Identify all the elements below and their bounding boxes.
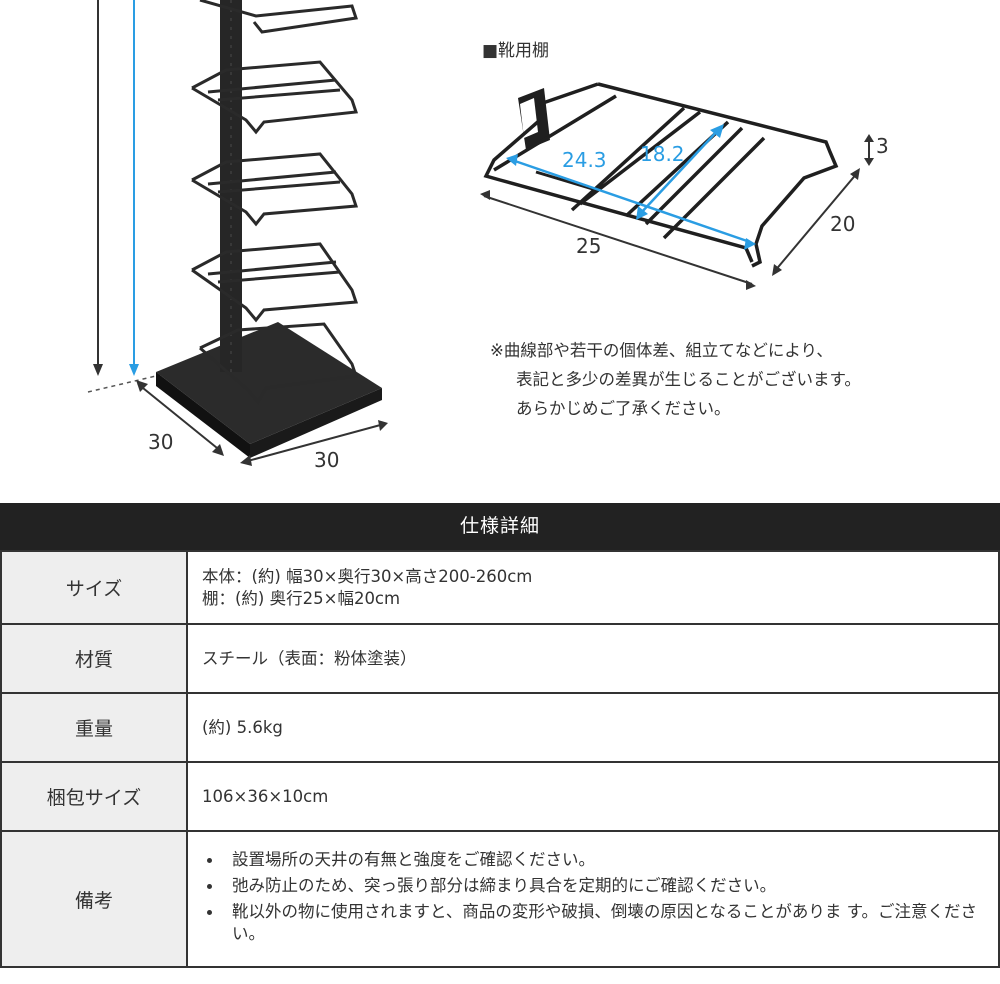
table-row: サイズ 本体：(約) 幅30×奥行30×高さ200-260cm 棚：(約) 奥行… xyxy=(0,550,1000,625)
row-label-material: 材質 xyxy=(0,623,188,694)
base-guide-dashed xyxy=(87,374,161,393)
base-width-arrow xyxy=(243,423,385,463)
table-row: 材質 スチール（表面：粉体塗装） xyxy=(0,623,1000,694)
note-line: 表記と多少の差異が生じることがございます。 xyxy=(516,370,861,389)
row-value-remarks: 設置場所の天井の有無と強度をご確認ください。 弛み防止のため、突っ張り部分は締ま… xyxy=(186,830,1000,968)
disclaimer-note: ※曲線部や若干の個体差、組立てなどにより、 表記と多少の差異が生じることがござい… xyxy=(490,336,861,423)
size-shelf-text: 棚：(約) 奥行25×幅20cm xyxy=(202,588,401,608)
shelf-width-label: 25 xyxy=(576,234,602,258)
inner-height-arrow-down xyxy=(129,364,139,376)
rack-shelves xyxy=(191,0,359,405)
rack-width-label: 30 xyxy=(314,448,340,472)
note-line: あらかじめご了承ください。 xyxy=(516,399,731,418)
spec-section: 仕様詳細 サイズ 本体：(約) 幅30×奥行30×高さ200-260cm 棚：(… xyxy=(0,503,1000,968)
shelf-height-label: 3 xyxy=(876,134,889,158)
shelf-inner-width-label: 18.2 xyxy=(640,142,685,166)
row-value-weight: (約) 5.6kg xyxy=(186,692,1000,763)
list-item: 設置場所の天井の有無と強度をご確認ください。 xyxy=(202,849,998,871)
height-arrow-down xyxy=(93,364,103,376)
remarks-list: 設置場所の天井の有無と強度をご確認ください。 弛み防止のため、突っ張り部分は締ま… xyxy=(202,849,998,945)
row-value-package-size: 106×36×10cm xyxy=(186,761,1000,832)
package-size-text: 106×36×10cm xyxy=(202,786,329,806)
list-item: 靴以外の物に使用されますと、商品の変形や破損、倒壊の原因となることがありま す。… xyxy=(202,901,998,945)
material-text: スチール（表面：粉体塗装） xyxy=(202,648,417,668)
spec-table: サイズ 本体：(約) 幅30×奥行30×高さ200-260cm 棚：(約) 奥行… xyxy=(0,550,1000,968)
row-label-remarks: 備考 xyxy=(0,830,188,968)
weight-text: (約) 5.6kg xyxy=(202,717,283,737)
note-line: ※曲線部や若干の個体差、組立てなどにより、 xyxy=(490,341,833,360)
row-label-weight: 重量 xyxy=(0,692,188,763)
row-value-material: スチール（表面：粉体塗装） xyxy=(186,623,1000,694)
shelf-depth-arrow xyxy=(773,171,859,273)
list-item: 弛み防止のため、突っ張り部分は締まり具合を定期的にご確認ください。 xyxy=(202,875,998,897)
shelf-inner-depth-arrow xyxy=(511,158,751,244)
spec-title: 仕様詳細 xyxy=(0,503,1000,550)
table-row: 備考 設置場所の天井の有無と強度をご確認ください。 弛み防止のため、突っ張り部分… xyxy=(0,830,1000,968)
shelf-width-arrow xyxy=(483,195,753,285)
row-label-package-size: 梱包サイズ xyxy=(0,761,188,832)
rack-depth-label: 30 xyxy=(148,430,174,454)
row-label-size: サイズ xyxy=(0,550,188,625)
table-row: 梱包サイズ 106×36×10cm xyxy=(0,761,1000,832)
shelf-title: ■靴用棚 xyxy=(482,41,550,61)
product-diagram: 30 30 ■靴用棚 24.3 18.2 3 25 20 ※曲線部や若干の個体差… xyxy=(87,0,889,472)
size-main-text: 本体：(約) 幅30×奥行30×高さ200-260cm xyxy=(202,566,533,586)
shelf-inner-depth-label: 24.3 xyxy=(562,148,607,172)
shelf-drawing xyxy=(483,82,839,268)
shelf-inner-width-arrow xyxy=(639,127,721,215)
row-value-size: 本体：(約) 幅30×奥行30×高さ200-260cm 棚：(約) 奥行25×幅… xyxy=(186,550,1000,625)
base-depth-arrow xyxy=(137,383,223,453)
shelf-depth-label: 20 xyxy=(830,212,856,236)
table-row: 重量 (約) 5.6kg xyxy=(0,692,1000,763)
product-illustration xyxy=(87,0,874,466)
rack-base-top xyxy=(156,322,382,444)
